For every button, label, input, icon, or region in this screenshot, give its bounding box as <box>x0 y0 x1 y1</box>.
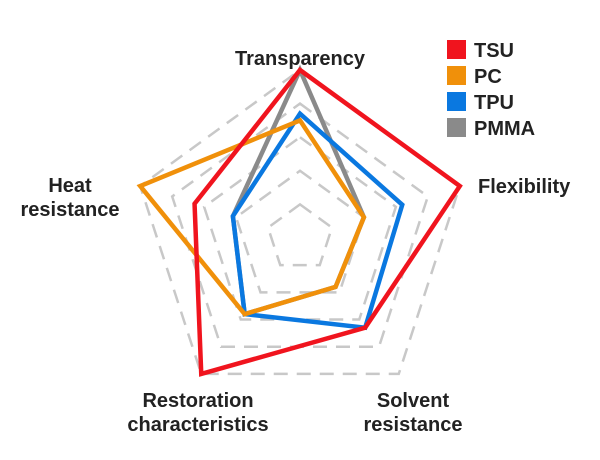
grid-ring-3 <box>202 135 398 321</box>
legend: TSU PC TPU PMMA <box>447 40 535 140</box>
grid-ring-1 <box>266 202 334 267</box>
series-layer <box>136 64 463 377</box>
legend-label-pc: PC <box>474 66 502 88</box>
legend-swatch-pc <box>447 66 466 85</box>
grid-ring-2 <box>234 169 366 294</box>
legend-swatch-tsu <box>447 40 466 59</box>
series-tpu-polygon <box>230 110 405 331</box>
legend-label-pmma: PMMA <box>474 118 535 140</box>
legend-swatch-pmma <box>447 118 466 137</box>
legend-swatch-tpu <box>447 92 466 111</box>
legend-label-tsu: TSU <box>474 40 514 62</box>
series-pc-polygon <box>136 117 367 317</box>
series-tsu-polygon <box>192 66 463 377</box>
axis-label-0: Transparency <box>235 48 366 70</box>
grid-ring-4 <box>170 102 430 348</box>
axis-label-1: Flexibility <box>478 176 571 198</box>
legend-label-tpu: TPU <box>474 92 514 114</box>
